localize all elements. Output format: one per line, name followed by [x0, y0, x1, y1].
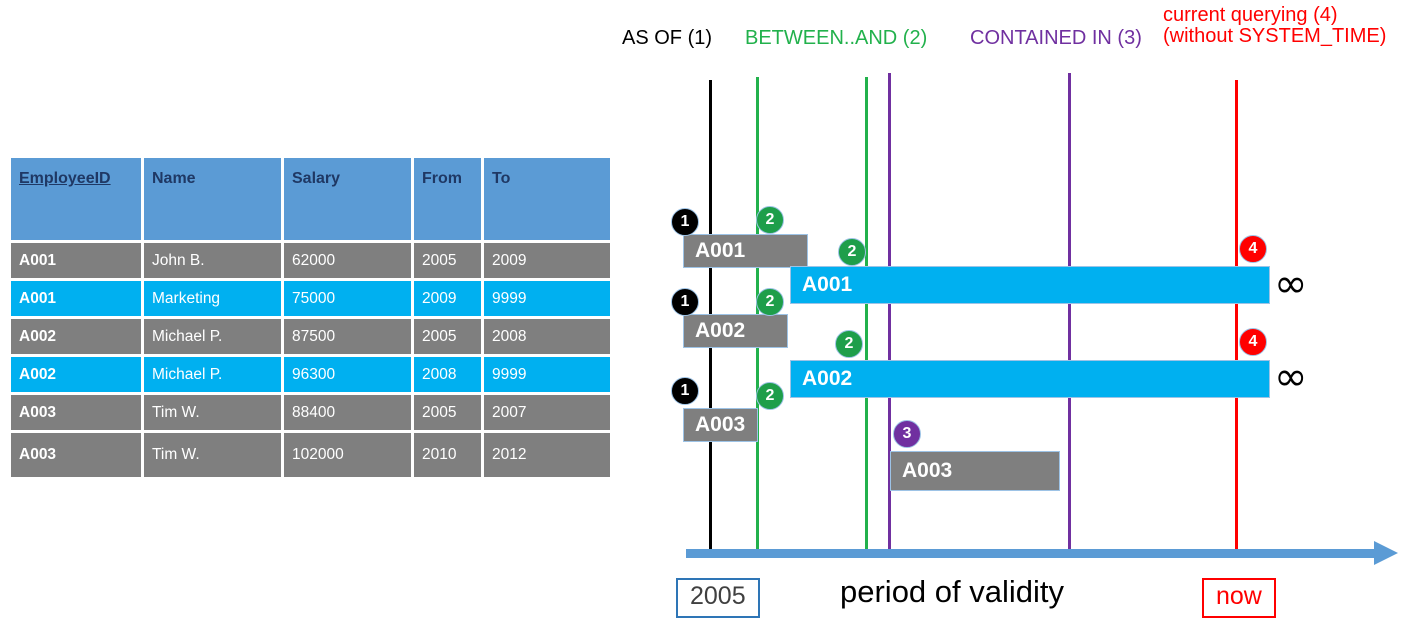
marker-between-a003: 2 [756, 382, 784, 410]
table-row: A001 Marketing 75000 2009 9999 [11, 281, 610, 316]
cell-to: 2008 [484, 319, 610, 354]
column-header-salary: Salary [284, 158, 411, 240]
column-header-to: To [484, 158, 610, 240]
cell-name: Tim W. [144, 395, 281, 430]
vline-contained-start [888, 73, 891, 557]
cell-name: John B. [144, 243, 281, 278]
timeline-bar-label: A002 [695, 319, 746, 342]
timeline-bar-label: A003 [695, 413, 746, 436]
marker-current-a001: 4 [1239, 235, 1267, 263]
cell-to: 2009 [484, 243, 610, 278]
table-row: A003 Tim W. 88400 2005 2007 [11, 395, 610, 430]
cell-salary: 75000 [284, 281, 411, 316]
cell-employeeid: A002 [11, 319, 141, 354]
vline-between-end [865, 77, 868, 557]
vline-now [1235, 80, 1238, 557]
marker-as-of-a001: 1 [671, 208, 699, 236]
marker-as-of-a002: 1 [671, 288, 699, 316]
timeline-bar-label: A001 [695, 239, 746, 262]
cell-from: 2005 [414, 243, 481, 278]
infinity-icon-a001: ∞ [1274, 261, 1308, 307]
infinity-icon-a002: ∞ [1274, 354, 1308, 400]
marker-label: 2 [765, 387, 775, 404]
legend-as-of: AS OF (1) [622, 27, 713, 49]
cell-name: Michael P. [144, 319, 281, 354]
cell-name: Tim W. [144, 433, 281, 477]
timeline-bar-a003-history-2: A003 [890, 451, 1060, 491]
marker-label: 1 [680, 213, 690, 230]
timeline-bar-label: A001 [802, 273, 853, 296]
column-header-employeeid-label: EmployeeID [19, 170, 111, 187]
cell-salary: 62000 [284, 243, 411, 278]
cell-employeeid: A003 [11, 433, 141, 477]
cell-name: Marketing [144, 281, 281, 316]
timeline-bar-a002-history: A002 [683, 314, 788, 348]
marker-label: 4 [1248, 333, 1258, 350]
cell-to: 9999 [484, 357, 610, 392]
employee-history-table: EmployeeID Name Salary From To A001 John… [8, 155, 613, 480]
marker-label: 1 [680, 293, 690, 310]
marker-label: 3 [902, 425, 912, 442]
vline-as-of [709, 80, 712, 557]
marker-label: 4 [1248, 240, 1258, 257]
legend-current-line1: current querying (4) [1163, 4, 1338, 26]
cell-from: 2005 [414, 395, 481, 430]
cell-name: Michael P. [144, 357, 281, 392]
marker-label: 2 [847, 243, 857, 260]
table-row: A002 Michael P. 96300 2008 9999 [11, 357, 610, 392]
cell-from: 2009 [414, 281, 481, 316]
cell-from: 2008 [414, 357, 481, 392]
cell-to: 2007 [484, 395, 610, 430]
table-row: A002 Michael P. 87500 2005 2008 [11, 319, 610, 354]
cell-salary: 87500 [284, 319, 411, 354]
cell-from: 2010 [414, 433, 481, 477]
marker-between-a002-end: 2 [835, 330, 863, 358]
marker-between-a001-start: 2 [756, 206, 784, 234]
cell-employeeid: A003 [11, 395, 141, 430]
time-axis-arrow-icon [1374, 541, 1398, 565]
marker-label: 1 [680, 382, 690, 399]
vline-contained-end [1068, 73, 1071, 557]
column-header-employeeid: EmployeeID [11, 158, 141, 240]
cell-from: 2005 [414, 319, 481, 354]
cell-salary: 88400 [284, 395, 411, 430]
marker-as-of-a003: 1 [671, 377, 699, 405]
axis-caption: period of validity [840, 574, 1065, 609]
marker-contained-in-a003: 3 [893, 420, 921, 448]
marker-between-a001-end: 2 [838, 238, 866, 266]
cell-employeeid: A002 [11, 357, 141, 392]
marker-label: 2 [765, 211, 775, 228]
timeline-bar-a003-history-1: A003 [683, 408, 758, 442]
marker-label: 2 [844, 335, 854, 352]
column-header-from: From [414, 158, 481, 240]
table-row: A001 John B. 62000 2005 2009 [11, 243, 610, 278]
legend-current-querying: current querying (4) (without SYSTEM_TIM… [1163, 5, 1386, 47]
axis-label-now: now [1202, 578, 1276, 618]
timeline-bar-a001-history: A001 [683, 234, 808, 268]
cell-salary: 96300 [284, 357, 411, 392]
marker-label: 2 [765, 293, 775, 310]
time-axis-line [686, 549, 1376, 558]
legend-current-line2: (without SYSTEM_TIME) [1163, 25, 1387, 47]
timeline-bar-label: A003 [902, 459, 953, 482]
cell-employeeid: A001 [11, 243, 141, 278]
legend-between-and: BETWEEN..AND (2) [745, 27, 928, 49]
cell-to: 2012 [484, 433, 610, 477]
vline-between-start [756, 77, 759, 557]
axis-label-start: 2005 [676, 578, 760, 618]
timeline-bar-label: A002 [802, 367, 853, 390]
table-header-row: EmployeeID Name Salary From To [11, 158, 610, 240]
table-row: A003 Tim W. 102000 2010 2012 [11, 433, 610, 477]
marker-between-a002-start: 2 [756, 288, 784, 316]
marker-current-a002: 4 [1239, 328, 1267, 356]
cell-salary: 102000 [284, 433, 411, 477]
column-header-name: Name [144, 158, 281, 240]
legend-contained-in: CONTAINED IN (3) [970, 27, 1142, 49]
timeline-bar-a002-current: A002 [790, 360, 1270, 398]
timeline-bar-a001-current: A001 [790, 266, 1270, 304]
cell-to: 9999 [484, 281, 610, 316]
cell-employeeid: A001 [11, 281, 141, 316]
